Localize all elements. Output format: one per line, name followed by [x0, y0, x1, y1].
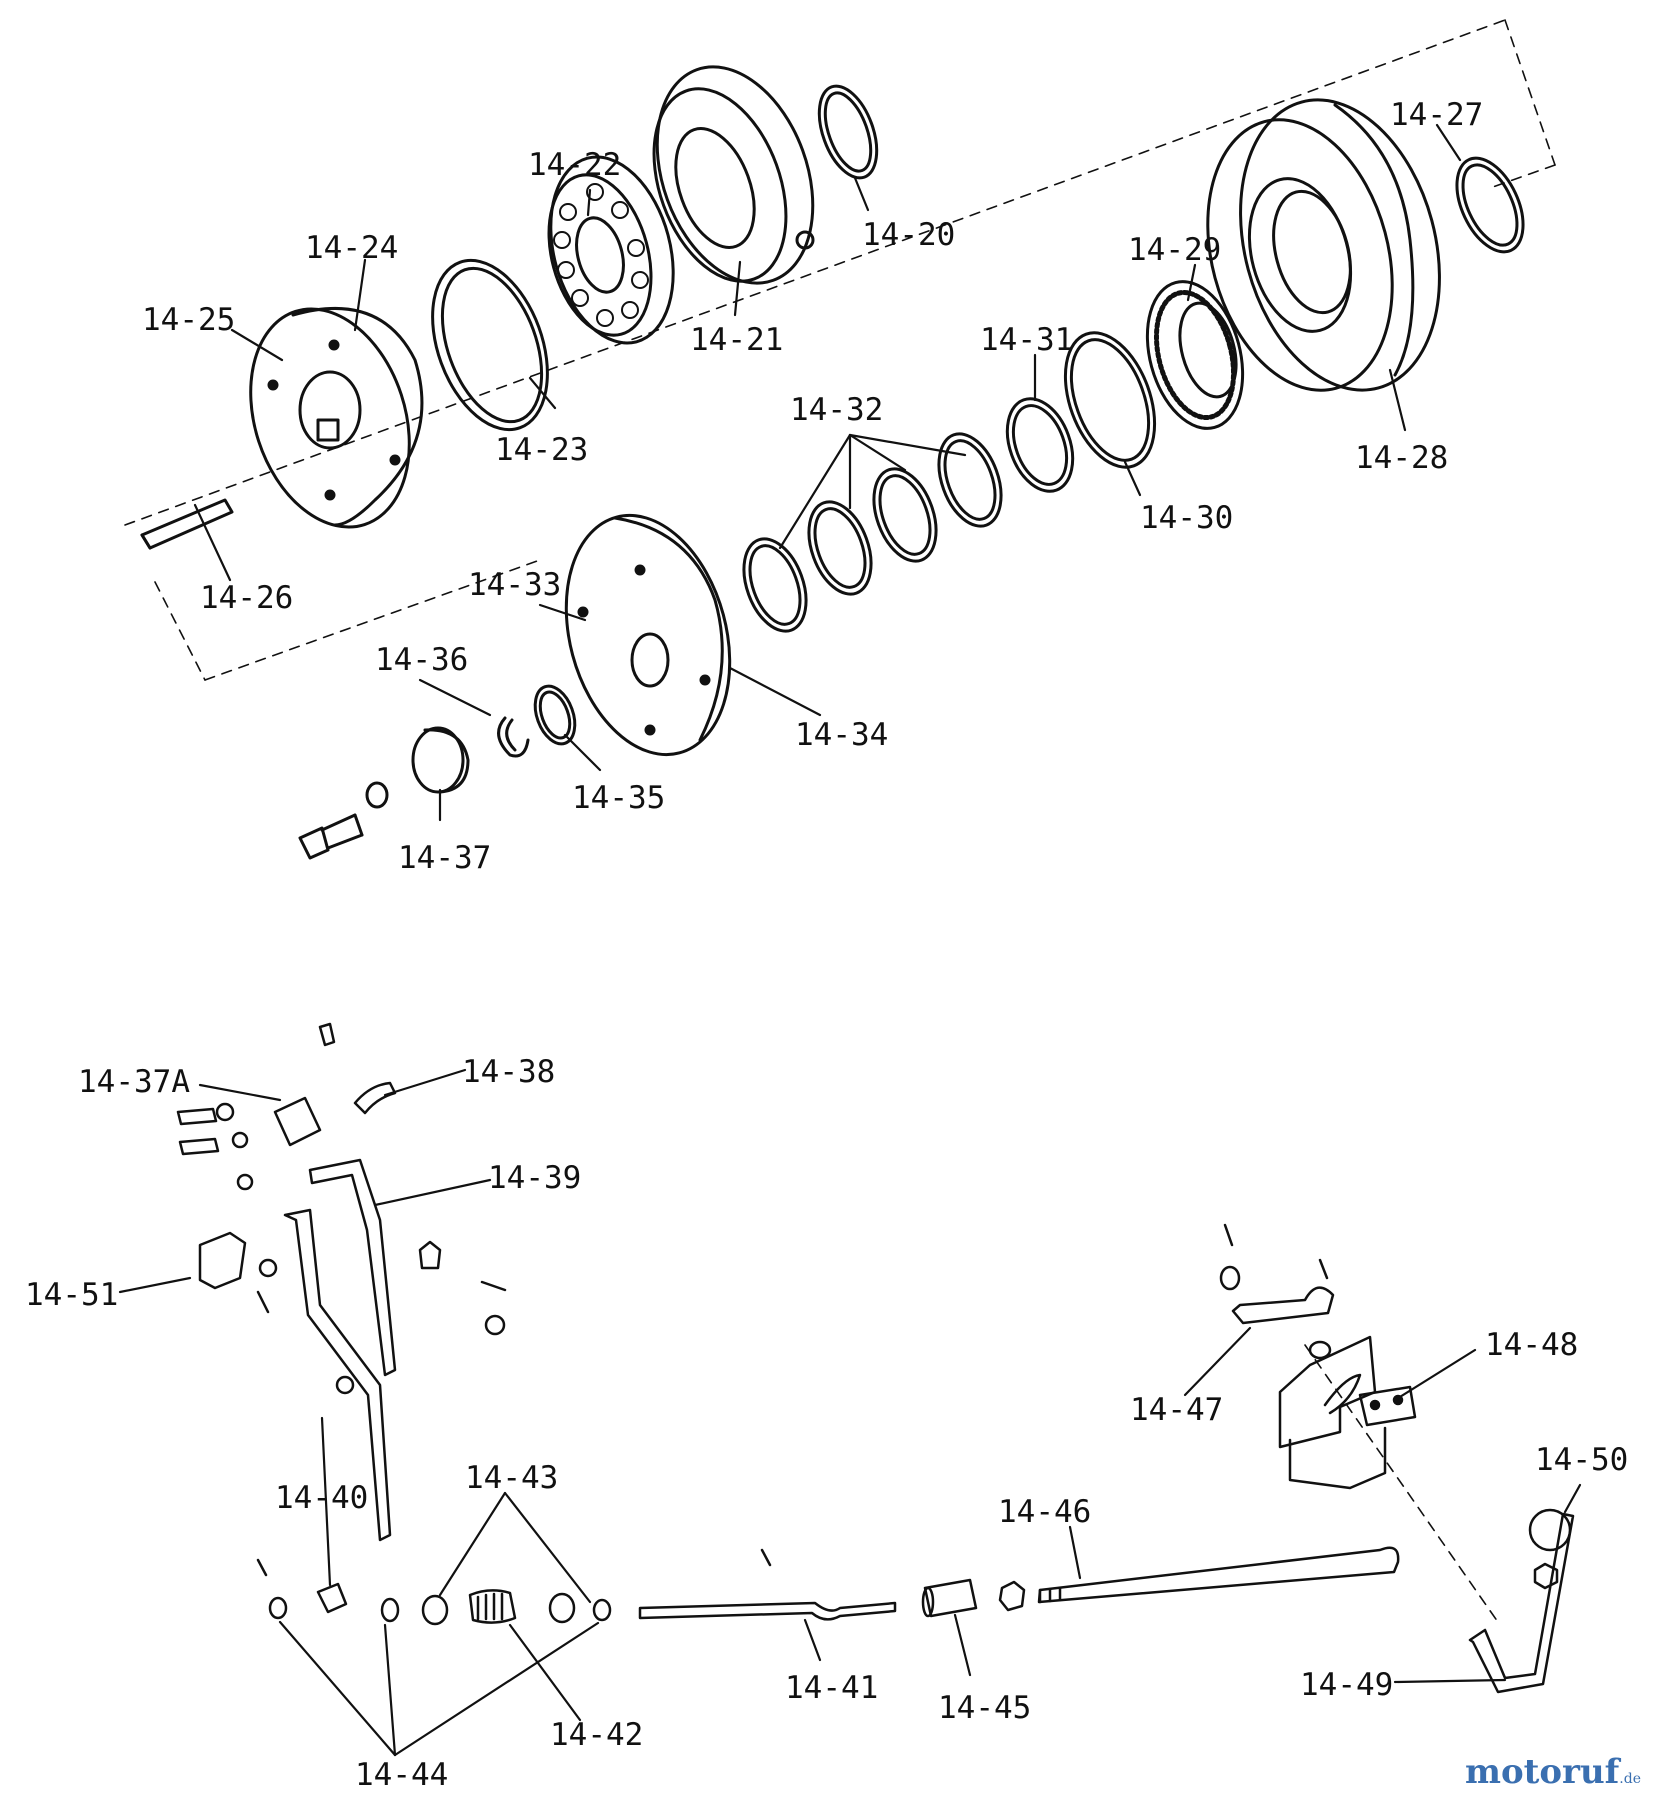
- leader-lines: [118, 123, 1582, 1757]
- callout-14-40: 14-40: [275, 1480, 368, 1516]
- flange-part: [249, 307, 424, 529]
- callout-14-30: 14-30: [1140, 500, 1233, 536]
- shim-rings: [742, 432, 1003, 633]
- callout-14-34: 14-34: [795, 717, 888, 753]
- circlip-part: [497, 716, 530, 758]
- callout-14-23: 14-23: [495, 432, 588, 468]
- bracket-linkage: [176, 1022, 507, 1542]
- callout-14-20: 14-20: [862, 217, 955, 253]
- bearing-part: [547, 155, 675, 345]
- pulley-part: [1206, 98, 1441, 392]
- ring-part-30: [1063, 331, 1157, 469]
- callout-14-29: 14-29: [1128, 232, 1221, 268]
- callout-14-39: 14-39: [488, 1160, 581, 1196]
- shift-handle: [1468, 1508, 1575, 1694]
- callout-14-32: 14-32: [790, 392, 883, 428]
- rod-linkage: [256, 1546, 1400, 1626]
- assembly-axis-lines: [124, 19, 1556, 1626]
- callout-14-44: 14-44: [355, 1757, 448, 1793]
- ring-part: [431, 258, 549, 432]
- key-part: [140, 498, 234, 550]
- watermark-suffix: .de: [1619, 1771, 1641, 1787]
- callout-14-27: 14-27: [1390, 97, 1483, 133]
- callout-14-24: 14-24: [305, 230, 398, 266]
- callout-14-22: 14-22: [528, 147, 621, 183]
- callout-14-35: 14-35: [572, 780, 665, 816]
- callout-14-26: 14-26: [200, 580, 293, 616]
- right-bracket: [1219, 1223, 1417, 1490]
- callout-14-28: 14-28: [1355, 440, 1448, 476]
- callout-14-37: 14-37: [398, 840, 491, 876]
- callout-14-43: 14-43: [465, 1460, 558, 1496]
- callout-14-49: 14-49: [1300, 1667, 1393, 1703]
- callout-14-41: 14-41: [785, 1670, 878, 1706]
- ring-part-31: [1005, 397, 1075, 493]
- callout-14-47: 14-47: [1130, 1392, 1223, 1428]
- callout-14-51: 14-51: [25, 1277, 118, 1313]
- callout-14-42: 14-42: [550, 1717, 643, 1753]
- callout-labels: 14-22 14-24 14-25 14-26 14-23 14-21 14-2…: [25, 97, 1628, 1793]
- callout-14-48: 14-48: [1485, 1327, 1578, 1363]
- bolt-part: [298, 781, 389, 860]
- washer-cap-part: [411, 726, 470, 794]
- ring-part-27: [1455, 156, 1525, 254]
- callout-14-33: 14-33: [468, 567, 561, 603]
- callout-14-37A: 14-37A: [78, 1064, 190, 1100]
- watermark-brand: motoruf: [1465, 1752, 1620, 1792]
- callout-14-25: 14-25: [142, 302, 235, 338]
- callout-14-36: 14-36: [375, 642, 468, 678]
- callout-14-31: 14-31: [980, 322, 1073, 358]
- snap-ring-part: [817, 84, 879, 180]
- callout-14-45: 14-45: [938, 1690, 1031, 1726]
- callout-14-38: 14-38: [462, 1054, 555, 1090]
- needle-bearing-part: [1145, 280, 1245, 430]
- callout-14-50: 14-50: [1535, 1442, 1628, 1478]
- callout-14-46: 14-46: [998, 1494, 1091, 1530]
- callout-14-21: 14-21: [690, 322, 783, 358]
- hub-flange-part: [564, 513, 732, 757]
- housing-part: [652, 65, 815, 285]
- retaining-ring-part: [533, 684, 577, 746]
- watermark-logo: motoruf.de: [1465, 1752, 1641, 1792]
